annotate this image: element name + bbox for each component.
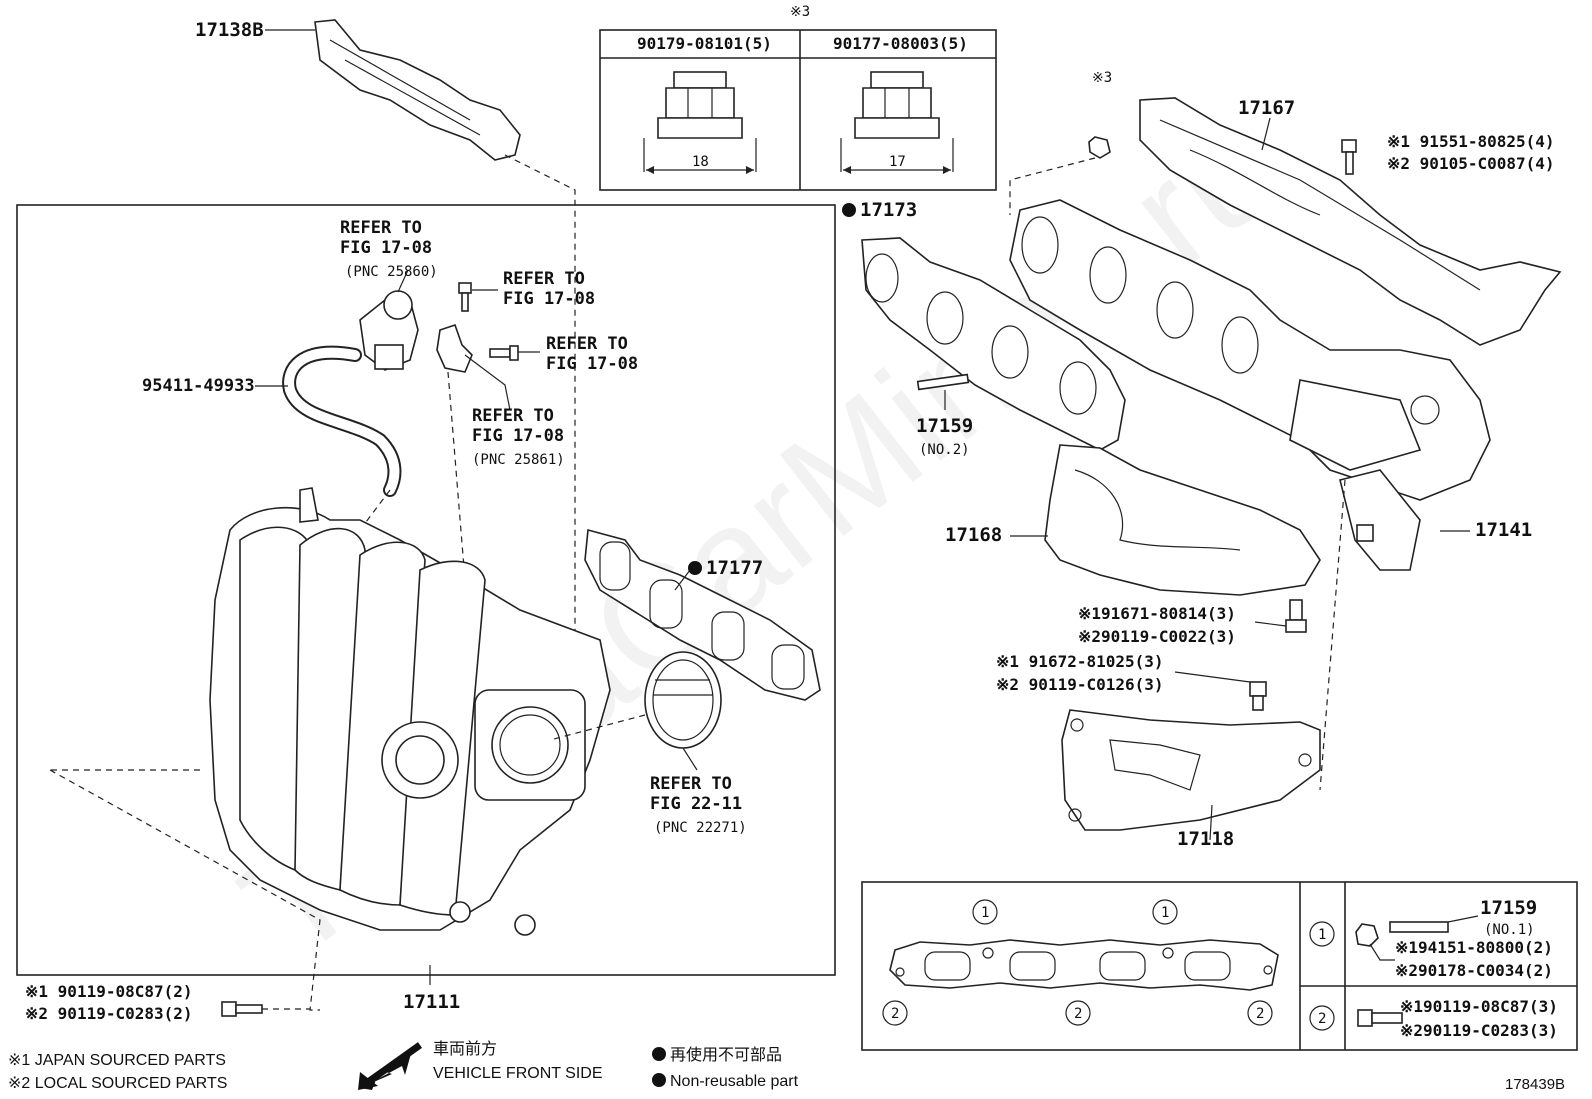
detail-box xyxy=(861,881,1578,1051)
bolt-icon xyxy=(1341,139,1357,175)
bolt-mid1-japan: ※191671-80814(3) xyxy=(1078,604,1236,623)
refer-to-22271-label: REFER TO FIG 22-11 xyxy=(650,774,743,814)
bolt-icon xyxy=(1254,599,1307,633)
part-95411-label: 95411-49933 xyxy=(142,376,255,396)
nut-icon xyxy=(643,71,757,174)
nut-icon xyxy=(840,71,954,174)
detail-row2-circle: 2 xyxy=(1318,1011,1327,1027)
nut-icon xyxy=(1009,136,1111,215)
non-reusable-dot-icon xyxy=(688,561,702,575)
non-reusable-jp: 再使用不可部品 xyxy=(652,1046,782,1066)
legend-japan-sourced: ※1 JAPAN SOURCED PARTS xyxy=(8,1052,226,1069)
insulator-17138b xyxy=(265,19,576,690)
nut-table-col2-part: 90177-08003(5) xyxy=(833,34,968,53)
detail-row1-part: 17159 xyxy=(1480,897,1538,919)
intake-assembly-frame xyxy=(16,204,836,976)
insulator-17167 xyxy=(1139,97,1562,346)
detail-row2-japan: ※190119-08C87(3) xyxy=(1400,997,1558,1016)
legend-local-sourced: ※2 LOCAL SOURCED PARTS xyxy=(8,1075,228,1092)
bolt-bottom-left-japan: ※1 90119-08C87(2) xyxy=(25,982,193,1001)
refer-to-fig-17-08-b: REFER TO FIG 17-08 xyxy=(546,334,639,374)
detail-row1-local: ※290178-C0034(2) xyxy=(1395,961,1553,980)
non-reusable-en: Non-reusable part xyxy=(652,1072,798,1092)
gasket-17173 xyxy=(861,237,1126,451)
part-17167-label: 17167 xyxy=(1238,97,1296,119)
bolt-icon xyxy=(221,1001,310,1017)
non-reusable-dot-icon xyxy=(652,1047,666,1061)
part-17138b-label: 17138B xyxy=(195,19,264,41)
bolt-icon xyxy=(458,282,498,312)
non-reusable-dot-icon xyxy=(652,1073,666,1087)
hose-95411 xyxy=(255,345,402,531)
detail-circle-1b: 1 xyxy=(1161,905,1170,921)
nut-table-col2-size: 17 xyxy=(889,154,906,170)
intake-manifold-17111 xyxy=(49,487,611,1011)
part-17173-label: 17173 xyxy=(842,200,917,220)
detail-circle-2b: 2 xyxy=(1074,1006,1083,1022)
bracket xyxy=(436,323,511,581)
nut-table xyxy=(599,29,997,191)
throttle-gasket xyxy=(549,651,722,771)
part-17118-label: 17118 xyxy=(1177,828,1235,850)
nut-table-col1-part: 90179-08101(5) xyxy=(637,34,772,53)
pnc-25860-label: (PNC 25860) xyxy=(345,264,438,280)
detail-row1-japan: ※194151-80800(2) xyxy=(1395,938,1553,957)
bolt-mid1-local: ※290119-C0022(3) xyxy=(1078,627,1236,646)
detail-circle-2a: 2 xyxy=(891,1006,900,1022)
bolt-mid2-japan: ※1 91672-81025(3) xyxy=(996,652,1164,671)
nut-table-col1-size: 18 xyxy=(692,154,709,170)
non-reusable-dot-icon xyxy=(842,203,856,217)
nut-table-mark: ※3 xyxy=(790,4,811,20)
part-17159-no2-label: (NO.2) xyxy=(919,442,970,458)
exhaust-manifold xyxy=(1009,199,1491,791)
part-17177-label: 17177 xyxy=(688,558,763,578)
stud-17159 xyxy=(916,373,970,410)
bolt-top-right-local: ※2 90105-C0087(4) xyxy=(1387,154,1555,173)
refer-to-fig-17-08-a: REFER TO FIG 17-08 xyxy=(503,269,596,309)
part-17111-label: 17111 xyxy=(403,991,461,1013)
bolt-bottom-left-local: ※2 90119-C0283(2) xyxy=(25,1004,193,1023)
bolt-icon xyxy=(489,345,540,361)
detail-circle-2c: 2 xyxy=(1256,1006,1265,1022)
refer-to-25861-label: REFER TO FIG 17-08 xyxy=(472,406,565,446)
part-17168-label: 17168 xyxy=(945,524,1003,546)
front-side-jp: 車両前方 xyxy=(433,1041,498,1058)
detail-row1-circle: 1 xyxy=(1318,927,1327,943)
refer-to-25860-label: REFER TO FIG 17-08 xyxy=(340,218,433,258)
diagram-id: 178439B xyxy=(1505,1076,1566,1093)
bolt-top-right-japan: ※1 91551-80825(4) xyxy=(1387,132,1555,151)
part-17141-label: 17141 xyxy=(1475,519,1533,541)
insulator-17168 xyxy=(1010,444,1321,596)
pnc-22271-label: (PNC 22271) xyxy=(654,820,747,836)
front-arrow-icon xyxy=(358,1042,423,1090)
detail-gasket xyxy=(889,939,1279,991)
front-side-en: VEHICLE FRONT SIDE xyxy=(433,1065,603,1082)
bolt-icon xyxy=(1357,1009,1403,1027)
nut-mark-label: ※3 xyxy=(1092,70,1113,86)
vsv-valve xyxy=(359,269,419,371)
pnc-25861-label: (PNC 25861) xyxy=(472,452,565,468)
detail-circle-1a: 1 xyxy=(981,905,990,921)
bracket-17118 xyxy=(1061,709,1321,841)
stud-icon xyxy=(1389,915,1479,933)
detail-row1-no: (NO.1) xyxy=(1484,922,1535,938)
bolt-mid2-local: ※2 90119-C0126(3) xyxy=(996,675,1164,694)
detail-row2-local: ※290119-C0283(3) xyxy=(1400,1021,1558,1040)
bolt-icon xyxy=(1174,671,1267,711)
part-17159-label: 17159 xyxy=(916,415,974,437)
gasket-17177 xyxy=(584,528,821,701)
nut-icon xyxy=(1355,923,1395,961)
